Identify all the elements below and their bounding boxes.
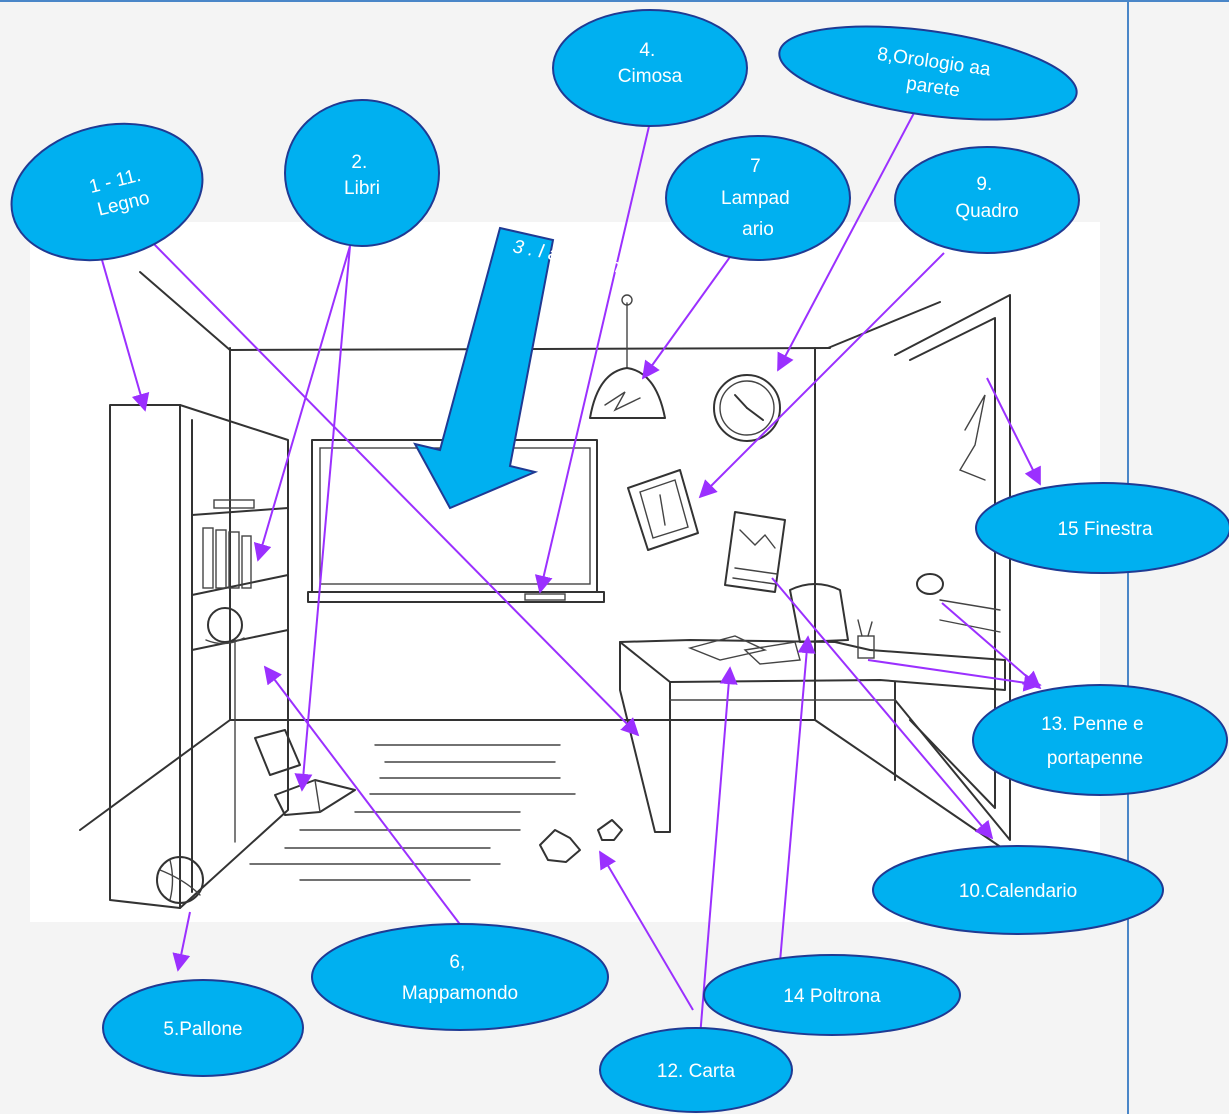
svg-text:6, Mappamondo: 6, Mappamondo bbox=[402, 952, 518, 1004]
penne-name-cont: portapenne bbox=[1047, 748, 1143, 769]
bubble-carta: 12. Carta bbox=[599, 1027, 793, 1113]
floor-lines bbox=[249, 744, 576, 881]
lampadario-name-cont: ario bbox=[742, 219, 774, 240]
lampadario-name: Lampad bbox=[721, 188, 790, 209]
svg-text:13. Penne e portapenne: 13. Penne e portapenne bbox=[1041, 714, 1149, 769]
calendario-label: 10.Calendario bbox=[959, 881, 1077, 902]
pointer-arrows bbox=[99, 112, 1042, 1038]
quadro-name: Quadro bbox=[955, 201, 1018, 222]
window-drawing bbox=[894, 294, 1011, 841]
bubble-finestra: 15 Finestra bbox=[975, 482, 1229, 574]
bubble-legno: 1 - 11. Legno bbox=[10, 122, 204, 262]
svg-text:9. Quadro: 9. Quadro bbox=[955, 174, 1018, 222]
penne-number-name: 13. Penne e bbox=[1041, 714, 1143, 735]
bubble-calendario: 10.Calendario bbox=[872, 845, 1164, 935]
lamp-drawing bbox=[589, 294, 666, 419]
picture-frame-drawing bbox=[627, 469, 699, 551]
svg-text:7 Lampad ario: 7 Lampad ario bbox=[721, 156, 795, 240]
bubble-mappamondo: 6, Mappamondo bbox=[311, 923, 609, 1031]
bubble-poltrona: 14 Poltrona bbox=[703, 954, 961, 1036]
bubble-penne: 13. Penne e portapenne bbox=[972, 684, 1228, 796]
calendar-drawing bbox=[724, 511, 786, 593]
libri-number: 2. bbox=[351, 152, 367, 173]
finestra-label: 15 Finestra bbox=[1057, 519, 1152, 540]
svg-text:4. Cimosa: 4. Cimosa bbox=[618, 40, 683, 87]
lampadario-number: 7 bbox=[750, 156, 761, 177]
svg-text:2. Libri: 2. Libri bbox=[344, 152, 380, 199]
pallone-label: 5.Pallone bbox=[163, 1019, 242, 1040]
room-sketch bbox=[79, 271, 1011, 909]
bubble-lampadario: 7 Lampad ario bbox=[665, 135, 851, 261]
poltrona-label: 14 Poltrona bbox=[783, 986, 881, 1007]
libri-name: Libri bbox=[344, 178, 380, 199]
bubble-quadro: 9. Quadro bbox=[894, 146, 1080, 254]
chalkboard-drawing bbox=[307, 439, 605, 603]
clock-drawing bbox=[713, 374, 781, 442]
ball-drawing bbox=[156, 856, 204, 904]
carta-label: 12. Carta bbox=[657, 1061, 736, 1082]
room-drawing-paper bbox=[30, 222, 1100, 922]
bookshelf-drawing bbox=[109, 404, 289, 909]
bubble-orologio: 8,Orologio aa parete bbox=[778, 25, 1078, 121]
quadro-number: 9. bbox=[976, 174, 992, 195]
crumpled-paper-drawing bbox=[539, 819, 623, 863]
cimosa-name: Cimosa bbox=[618, 66, 683, 87]
armchair-drawing bbox=[789, 583, 849, 643]
bubble-libri: 2. Libri bbox=[284, 99, 440, 247]
mappamondo-name: Mappamondo bbox=[402, 983, 518, 1004]
bubble-cimosa: 4. Cimosa bbox=[552, 9, 748, 127]
bubble-pallone: 5.Pallone bbox=[102, 979, 304, 1077]
cimosa-number: 4. bbox=[639, 40, 655, 61]
mappamondo-number: 6, bbox=[449, 952, 465, 973]
